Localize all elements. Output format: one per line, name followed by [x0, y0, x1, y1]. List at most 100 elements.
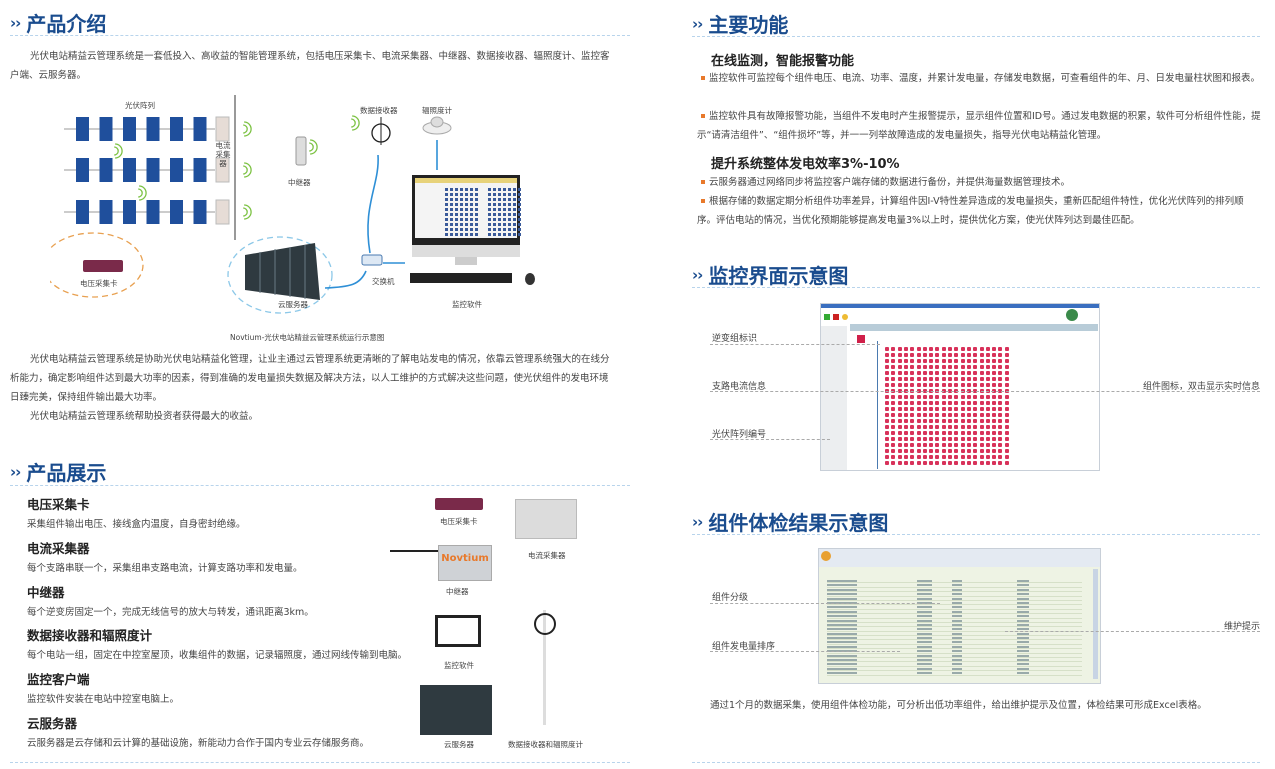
component-icon[interactable] — [1004, 455, 1009, 459]
component-icon[interactable] — [922, 353, 927, 357]
component-icon[interactable] — [935, 461, 940, 465]
component-icon[interactable] — [885, 347, 889, 351]
component-icon[interactable] — [992, 371, 997, 375]
component-icon[interactable] — [903, 365, 908, 369]
component-icon[interactable] — [948, 413, 952, 417]
component-icon[interactable] — [922, 383, 927, 387]
component-icon[interactable] — [910, 401, 915, 405]
component-icon[interactable] — [960, 413, 965, 417]
component-icon[interactable] — [935, 419, 940, 423]
component-icon[interactable] — [992, 461, 997, 465]
component-icon[interactable] — [992, 347, 997, 351]
component-icon[interactable] — [998, 401, 1003, 405]
component-icon[interactable] — [979, 347, 984, 351]
component-icon[interactable] — [910, 365, 915, 369]
component-icon[interactable] — [922, 419, 927, 423]
component-icon[interactable] — [891, 419, 896, 423]
component-icon[interactable] — [979, 353, 984, 357]
component-icon[interactable] — [992, 413, 997, 417]
component-icon[interactable] — [885, 383, 889, 387]
component-icon[interactable] — [1004, 443, 1009, 447]
component-icon[interactable] — [885, 377, 889, 381]
component-icon[interactable] — [941, 425, 946, 429]
component-icon[interactable] — [954, 383, 959, 387]
component-icon[interactable] — [954, 395, 959, 399]
component-icon[interactable] — [998, 395, 1003, 399]
component-icon[interactable] — [897, 449, 902, 453]
component-icon[interactable] — [897, 443, 902, 447]
component-icon[interactable] — [897, 431, 902, 435]
component-icon[interactable] — [922, 413, 927, 417]
component-icon[interactable] — [954, 401, 959, 405]
component-icon[interactable] — [1004, 425, 1009, 429]
component-icon[interactable] — [954, 425, 959, 429]
component-icon[interactable] — [885, 353, 889, 357]
component-icon[interactable] — [973, 455, 978, 459]
component-icon[interactable] — [929, 449, 934, 453]
component-icon[interactable] — [960, 353, 965, 357]
component-icon[interactable] — [948, 347, 952, 351]
component-icon[interactable] — [916, 359, 921, 363]
component-icon[interactable] — [897, 407, 902, 411]
component-icon[interactable] — [891, 371, 896, 375]
component-icon[interactable] — [960, 383, 965, 387]
component-icon[interactable] — [916, 425, 921, 429]
component-icon[interactable] — [929, 461, 934, 465]
component-icon[interactable] — [941, 419, 946, 423]
component-icon[interactable] — [992, 395, 997, 399]
component-icon[interactable] — [948, 431, 952, 435]
component-icon[interactable] — [992, 425, 997, 429]
component-icon[interactable] — [979, 407, 984, 411]
component-icon[interactable] — [941, 407, 946, 411]
component-icon[interactable] — [992, 443, 997, 447]
component-icon[interactable] — [960, 449, 965, 453]
component-icon[interactable] — [979, 449, 984, 453]
component-icon[interactable] — [992, 437, 997, 441]
component-icon[interactable] — [941, 431, 946, 435]
component-icon[interactable] — [966, 431, 971, 435]
component-icon[interactable] — [1004, 431, 1009, 435]
component-icon[interactable] — [885, 425, 889, 429]
component-icon[interactable] — [897, 395, 902, 399]
component-icon[interactable] — [973, 407, 978, 411]
component-icon[interactable] — [948, 377, 952, 381]
component-icon[interactable] — [897, 401, 902, 405]
component-icon[interactable] — [966, 365, 971, 369]
component-icon[interactable] — [966, 347, 971, 351]
component-icon[interactable] — [910, 455, 915, 459]
component-icon[interactable] — [966, 437, 971, 441]
component-icon[interactable] — [897, 371, 902, 375]
component-icon[interactable] — [929, 413, 934, 417]
component-icon[interactable] — [910, 461, 915, 465]
component-icon[interactable] — [891, 425, 896, 429]
component-icon[interactable] — [973, 413, 978, 417]
component-icon[interactable] — [998, 443, 1003, 447]
component-icon[interactable] — [954, 353, 959, 357]
component-icon[interactable] — [897, 377, 902, 381]
component-icon[interactable] — [985, 395, 990, 399]
component-icon[interactable] — [897, 347, 902, 351]
component-icon[interactable] — [954, 455, 959, 459]
component-icon[interactable] — [973, 419, 978, 423]
component-icon[interactable] — [935, 347, 940, 351]
component-icon[interactable] — [954, 461, 959, 465]
component-icon[interactable] — [954, 359, 959, 363]
component-icon[interactable] — [891, 359, 896, 363]
component-icon[interactable] — [992, 377, 997, 381]
component-icon[interactable] — [985, 347, 990, 351]
component-icon[interactable] — [935, 449, 940, 453]
component-icon[interactable] — [979, 371, 984, 375]
component-icon[interactable] — [935, 431, 940, 435]
component-icon[interactable] — [985, 407, 990, 411]
component-icon[interactable] — [966, 359, 971, 363]
component-icon[interactable] — [910, 377, 915, 381]
component-icon[interactable] — [910, 347, 915, 351]
component-icon[interactable] — [985, 425, 990, 429]
component-icon[interactable] — [916, 365, 921, 369]
component-icon[interactable] — [891, 449, 896, 453]
component-icon[interactable] — [1004, 395, 1009, 399]
component-icon[interactable] — [1004, 371, 1009, 375]
component-icon[interactable] — [929, 347, 934, 351]
component-icon[interactable] — [998, 365, 1003, 369]
component-icon[interactable] — [948, 449, 952, 453]
